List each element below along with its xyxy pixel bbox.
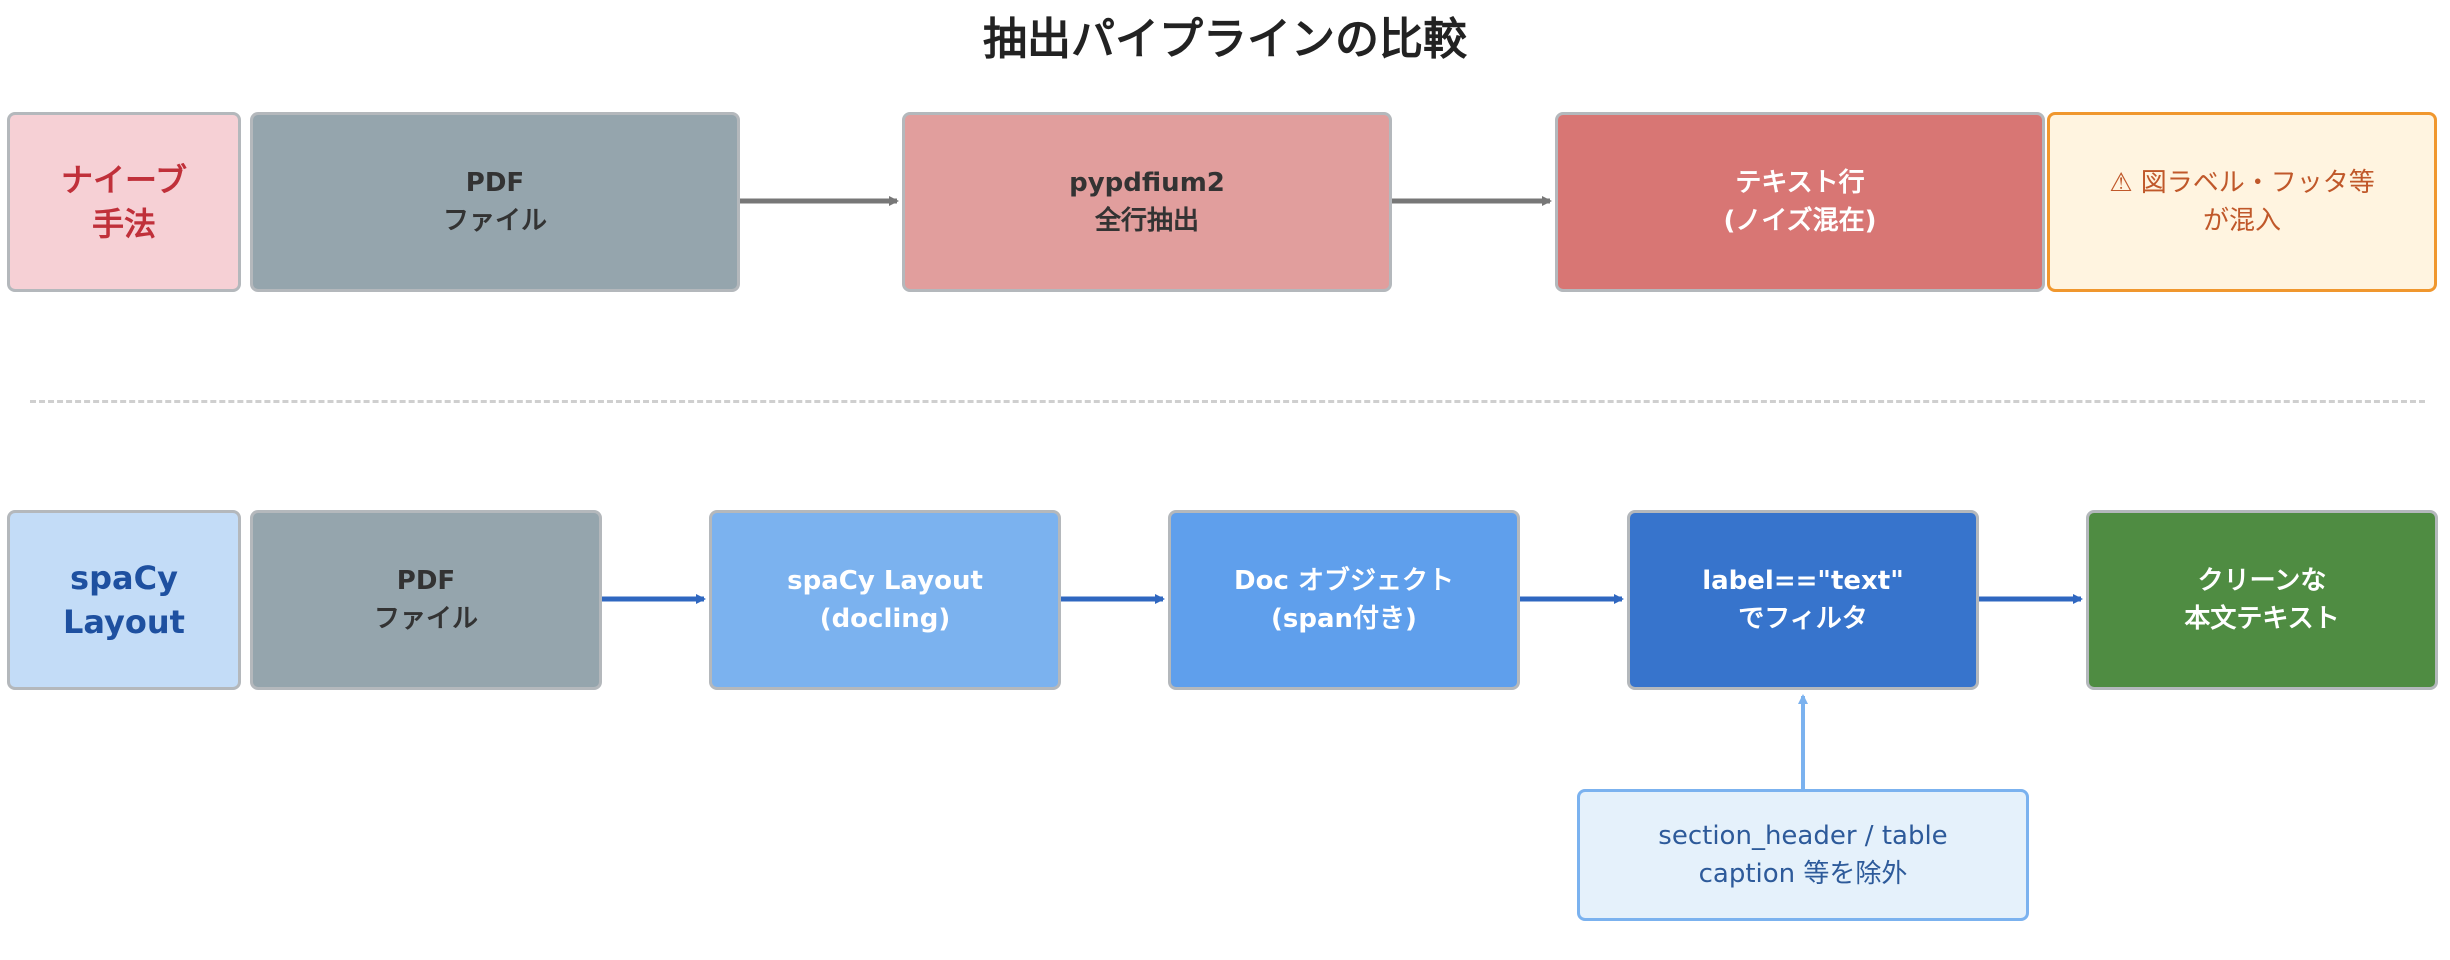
warning-line-1: ⚠ 図ラベル・フッタ等 [2109,168,2375,198]
spacy-layout-line-1: spaCy Layout [787,566,983,596]
spacy-method-label: spaCy Layout [7,510,241,690]
spacy-pdf-file-node: PDF ファイル [250,510,602,690]
diagram-title: 抽出パイプラインの比較 [983,14,1467,65]
spacy-label-line-2: Layout [63,603,185,641]
pypdfium2-line-1: pypdfium2 [1069,168,1225,198]
naive-pdf-line-1: PDF [465,168,525,198]
doc-object-node: Doc オブジェクト (span付き) [1168,510,1520,690]
noisy-text-line-1: テキスト行 [1735,168,1865,198]
label-filter-node: label=="text" でフィルタ [1627,510,1979,690]
spacy-layout-line-2: (docling) [819,604,951,634]
pypdfium2-node: pypdfium2 全行抽出 [902,112,1392,292]
clean-text-line-1: クリーンな [2197,566,2327,596]
spacy-pdf-line-2: ファイル [373,604,478,634]
naive-label-line-2: 手法 [91,205,156,243]
exclusion-note-line-2: caption 等を除外 [1698,859,1908,889]
pypdfium2-line-2: 全行抽出 [1094,206,1199,236]
warning-line-2: が混入 [2202,206,2281,236]
clean-text-line-2: 本文テキスト [2184,604,2340,634]
naive-pdf-file-node: PDF ファイル [250,112,740,292]
doc-object-line-1: Doc オブジェクト [1234,566,1454,596]
spacy-pdf-line-1: PDF [396,566,456,596]
label-filter-line-1: label=="text" [1702,566,1904,596]
noise-warning-node: ⚠ 図ラベル・フッタ等 が混入 [2047,112,2437,292]
label-filter-line-2: でフィルタ [1738,604,1868,634]
naive-label-line-1: ナイーブ [60,161,188,199]
section-divider [30,400,2425,403]
noisy-text-lines-node: テキスト行 (ノイズ混在) [1555,112,2045,292]
spacy-arrows [602,594,2083,789]
spacy-layout-node: spaCy Layout (docling) [709,510,1061,690]
doc-object-line-2: (span付き) [1271,604,1417,634]
noisy-text-line-2: (ノイズ混在) [1723,206,1877,236]
clean-body-text-node: クリーンな 本文テキスト [2086,510,2438,690]
naive-method-label: ナイーブ 手法 [7,112,241,292]
naive-pdf-line-2: ファイル [442,206,547,236]
exclusion-note-line-1: section_header / table [1658,821,1948,851]
exclusion-note-node: section_header / table caption 等を除外 [1577,789,2029,921]
spacy-label-line-1: spaCy [70,559,178,597]
